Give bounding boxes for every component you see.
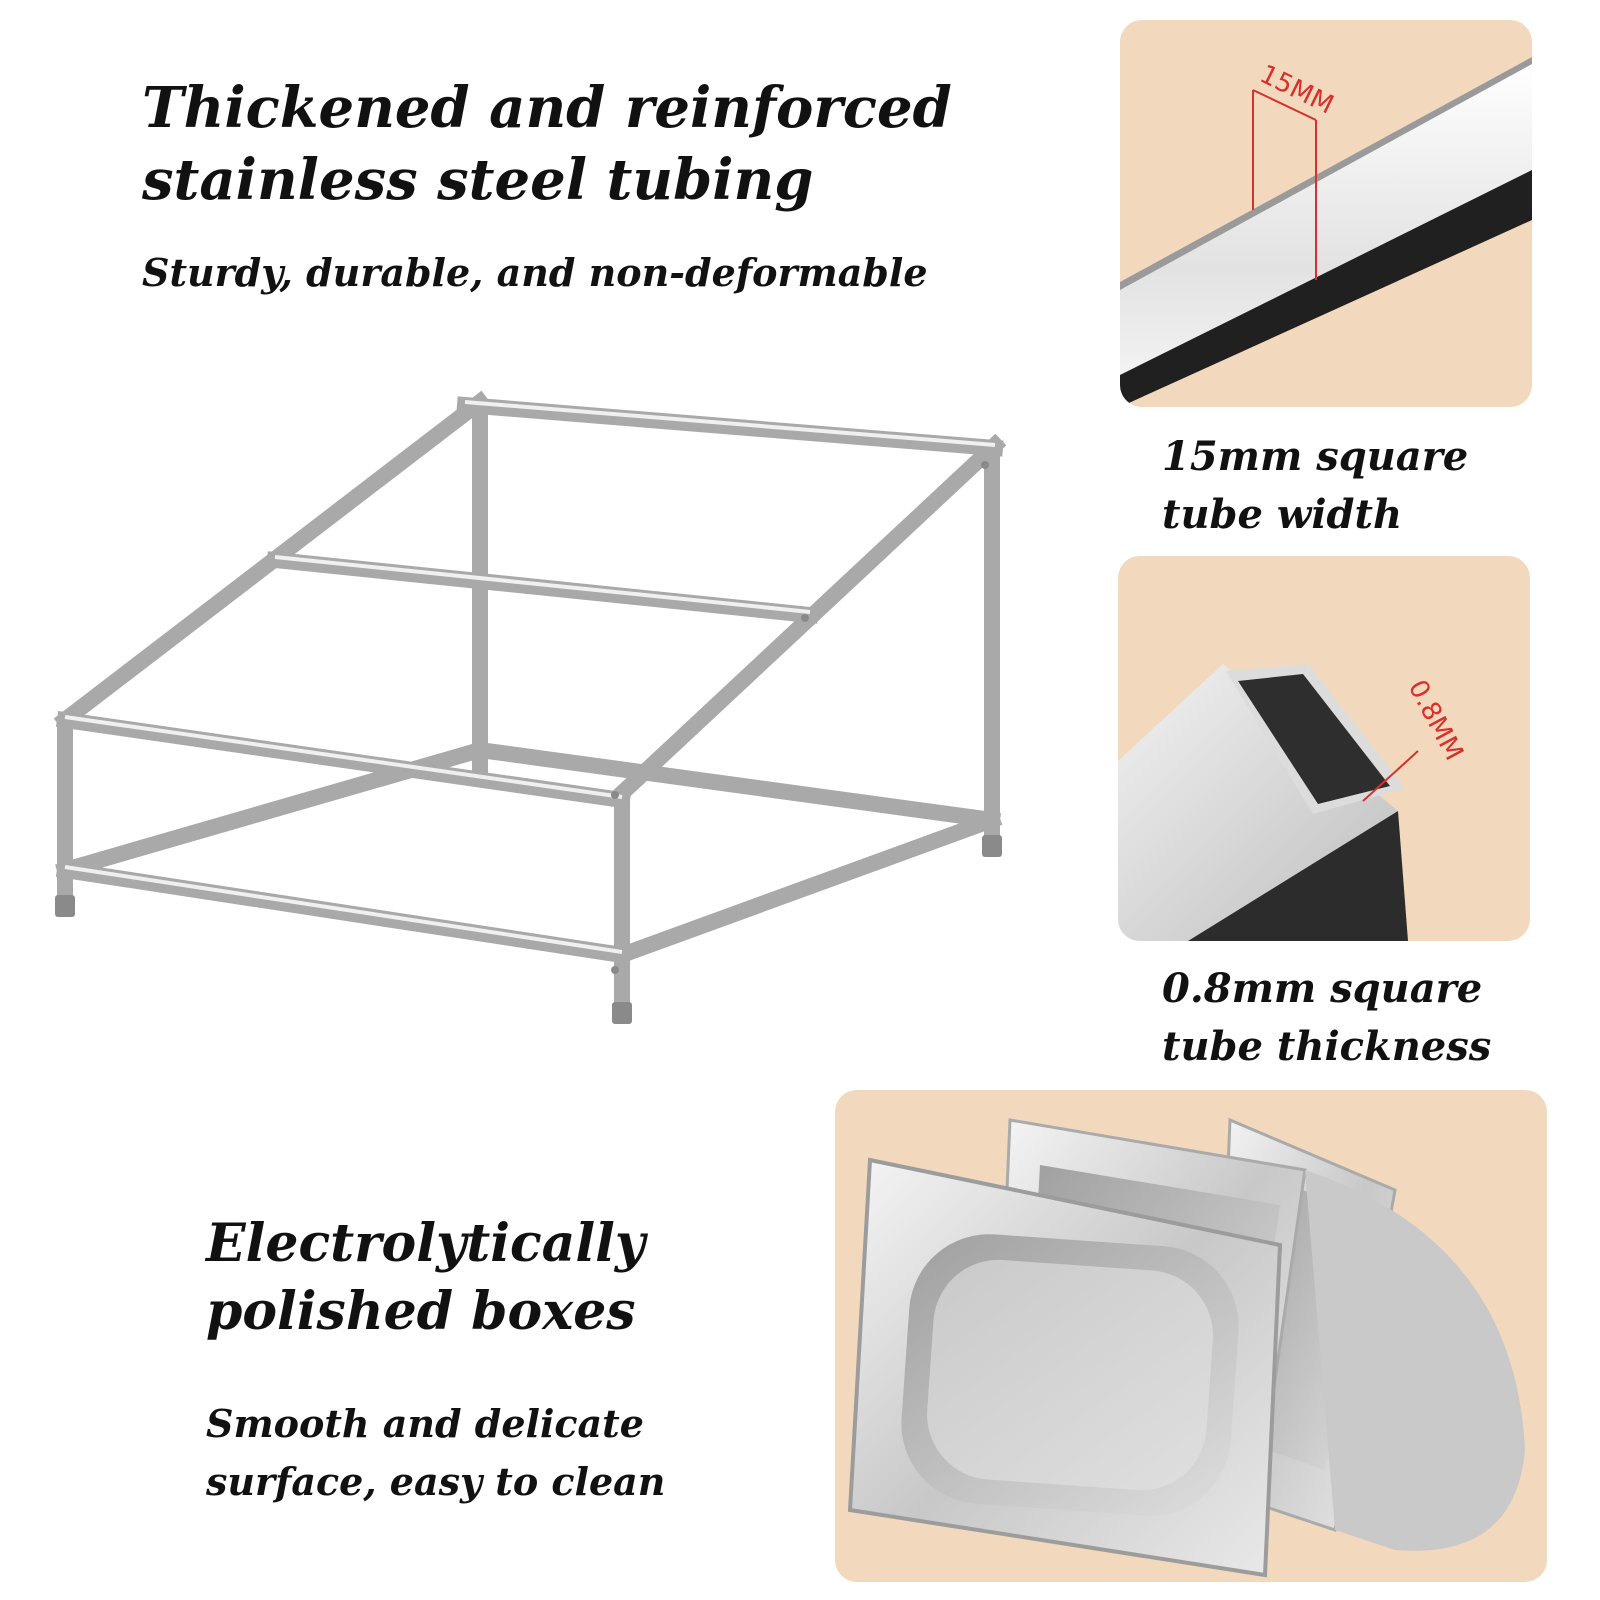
tube-width-caption: 15mm square tube width: [1162, 433, 1469, 538]
thickness-dimension-label: 0.8MM: [1402, 675, 1469, 765]
tubing-headline: Thickened and reinforced stainless steel…: [142, 75, 952, 213]
boxes-subheadline: Smooth and delicate surface, easy to cle…: [206, 1401, 666, 1504]
tube-thickness-detail-panel: 0.8MM: [1118, 556, 1530, 941]
polished-boxes-panel: [835, 1090, 1547, 1582]
boxes-headline: Electrolytically polished boxes: [206, 1213, 646, 1342]
rack-frame-image: [40, 390, 1030, 1050]
tube-width-detail-panel: 15MM: [1120, 20, 1532, 407]
tubing-subheadline: Sturdy, durable, and non-deformable: [142, 250, 928, 295]
tube-thickness-caption: 0.8mm square tube thickness: [1162, 965, 1492, 1070]
